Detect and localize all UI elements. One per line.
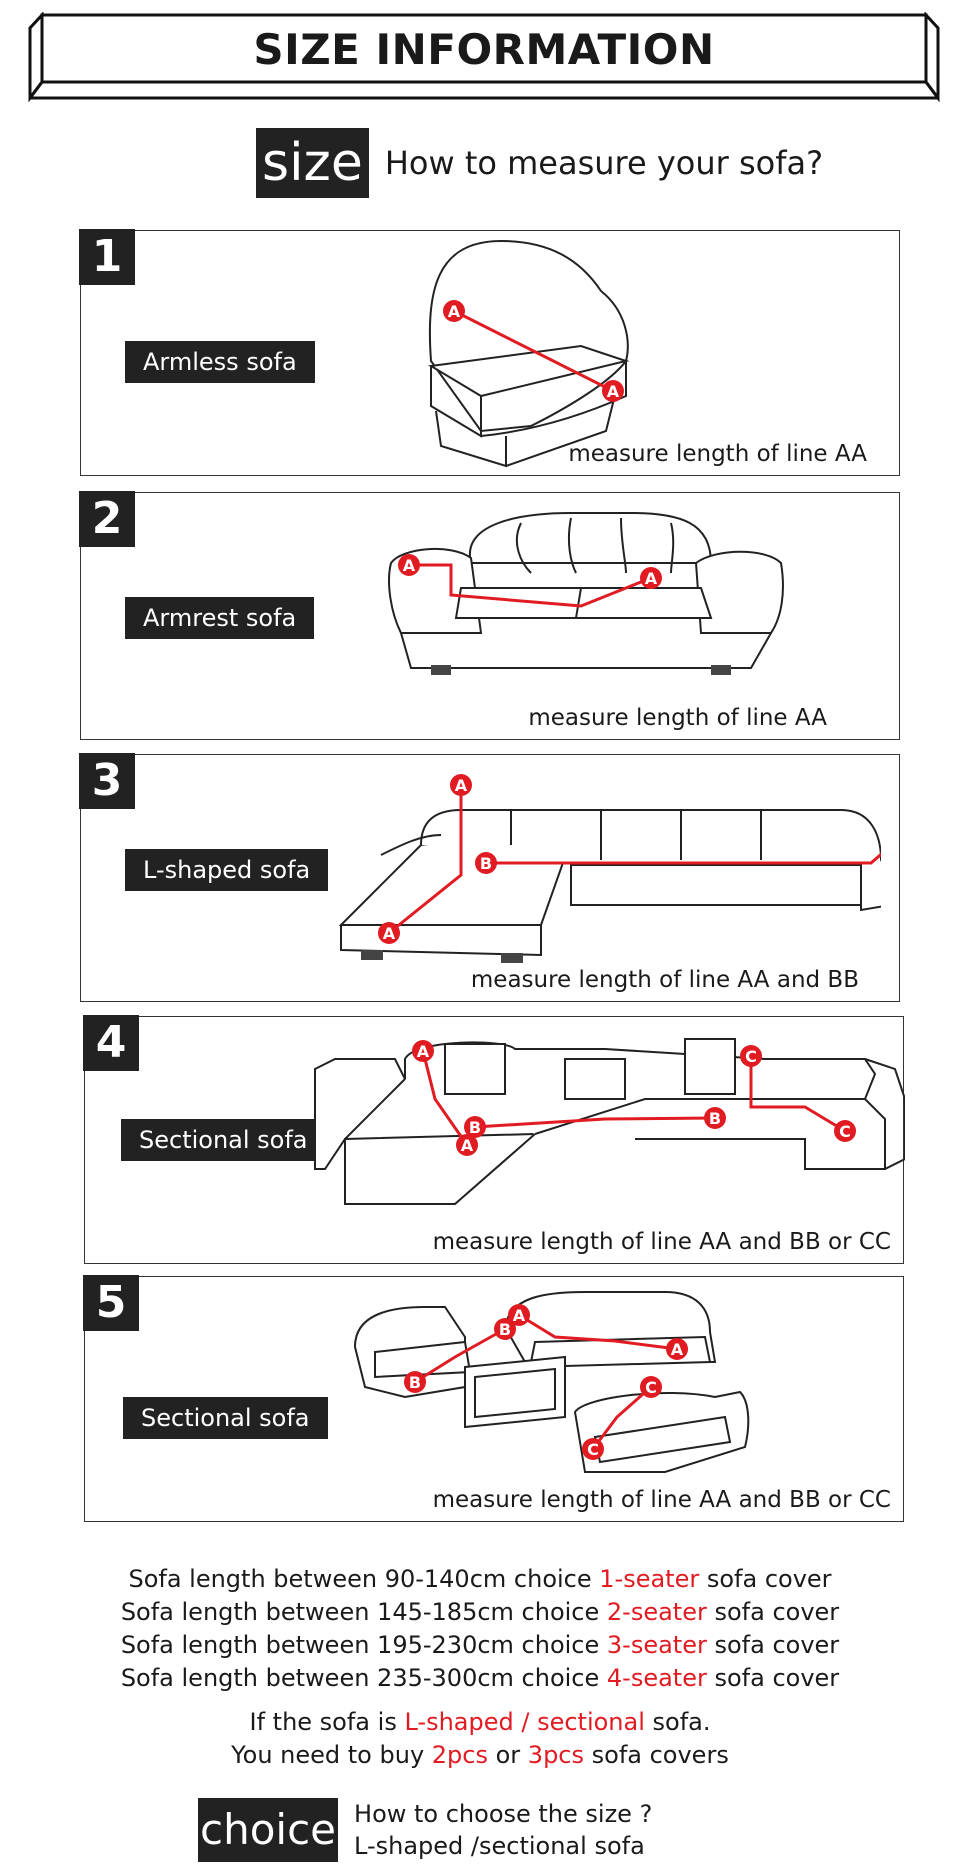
choice-text: How to choose the size ? L-shaped /secti… xyxy=(354,1798,652,1862)
size-intro: size How to measure your sofa? xyxy=(256,128,823,198)
marker-b: B xyxy=(709,1109,721,1128)
panel-armrest: 2 Armrest sofa A A measure length of lin… xyxy=(79,491,900,740)
panel-caption: measure length of line AA xyxy=(528,705,827,731)
marker-a: A xyxy=(455,776,468,795)
marker-a: A xyxy=(383,924,396,943)
panel-number: 1 xyxy=(79,229,141,291)
marker-c: C xyxy=(645,1378,657,1397)
panel-label: Sectional sofa xyxy=(121,1119,326,1161)
marker-a: A xyxy=(645,569,658,588)
marker-a: A xyxy=(671,1340,684,1359)
sectional-note-line1: If the sofa is L-shaped / sectional sofa… xyxy=(249,1708,711,1736)
sectional-sofa-illustration: A A B B C C xyxy=(314,1038,905,1205)
panel-caption: measure length of line AA xyxy=(568,441,867,467)
size-guide-line: Sofa length between 195-230cm choice 3-s… xyxy=(120,1631,840,1659)
marker-a: A xyxy=(513,1306,526,1325)
panel-l-shaped: 3 L-shaped sofa A A B B measure length o… xyxy=(79,753,900,1002)
marker-b: B xyxy=(469,1118,481,1137)
marker-c: C xyxy=(839,1122,851,1141)
marker-c: C xyxy=(587,1440,599,1459)
panel-label: L-shaped sofa xyxy=(125,849,329,891)
panel-number: 5 xyxy=(83,1275,145,1337)
marker-c: C xyxy=(745,1047,757,1066)
page-title: SIZE INFORMATION xyxy=(253,24,715,74)
size-question: How to measure your sofa? xyxy=(384,144,824,182)
l-shaped-sofa-illustration: A A B B xyxy=(338,774,881,963)
sectional-note: If the sofa is L-shaped / sectional sofa… xyxy=(0,1706,960,1772)
marker-a: A xyxy=(448,302,461,321)
choice-line1: How to choose the size ? xyxy=(354,1800,653,1828)
panel-number: 2 xyxy=(79,491,141,553)
panel-armless: 1 Armless sofa A A measure length of lin… xyxy=(79,229,900,476)
marker-a: A xyxy=(461,1136,474,1155)
marker-b: B xyxy=(499,1320,511,1339)
marker-a: A xyxy=(417,1042,430,1061)
choice-row: choice How to choose the size ? L-shaped… xyxy=(198,1798,652,1862)
sofa-set-illustration: A A B B C C xyxy=(353,1291,750,1473)
size-guide-line: Sofa length between 90-140cm choice 1-se… xyxy=(128,1565,832,1593)
sectional-note-line2: You need to buy 2pcs or 3pcs sofa covers xyxy=(231,1741,729,1769)
marker-b: B xyxy=(480,854,492,873)
panel-caption: measure length of line AA and BB or CC xyxy=(432,1487,891,1513)
size-guide: Sofa length between 90-140cm choice 1-se… xyxy=(0,1563,960,1695)
size-tag: size xyxy=(256,128,369,198)
panel-caption: measure length of line AA and BB xyxy=(470,967,859,993)
size-guide-line: Sofa length between 145-185cm choice 2-s… xyxy=(120,1598,840,1626)
header-banner: SIZE INFORMATION xyxy=(28,12,940,102)
panel-label: Armrest sofa xyxy=(125,597,315,639)
armless-sofa-illustration: A A xyxy=(428,239,630,468)
panel-number: 4 xyxy=(83,1015,145,1077)
banner-frame xyxy=(28,12,940,102)
choice-line2: L-shaped /sectional sofa xyxy=(354,1832,645,1860)
marker-a: A xyxy=(403,556,416,575)
marker-b: B xyxy=(409,1373,421,1392)
panel-label: Armless sofa xyxy=(125,341,315,383)
panel-sectional-1: 4 Sectional sofa A A B B C C measure len… xyxy=(83,1015,905,1264)
panel-label: Sectional sofa xyxy=(123,1397,328,1439)
armrest-sofa-illustration: A A xyxy=(388,512,784,675)
panel-number: 3 xyxy=(79,753,141,815)
marker-a: A xyxy=(607,382,620,401)
panel-sectional-2: 5 Sectional sofa A A B B C C measure len… xyxy=(83,1275,904,1522)
panel-caption: measure length of line AA and BB or CC xyxy=(432,1229,891,1255)
choice-tag: choice xyxy=(198,1798,339,1862)
size-guide-line: Sofa length between 235-300cm choice 4-s… xyxy=(120,1664,840,1692)
